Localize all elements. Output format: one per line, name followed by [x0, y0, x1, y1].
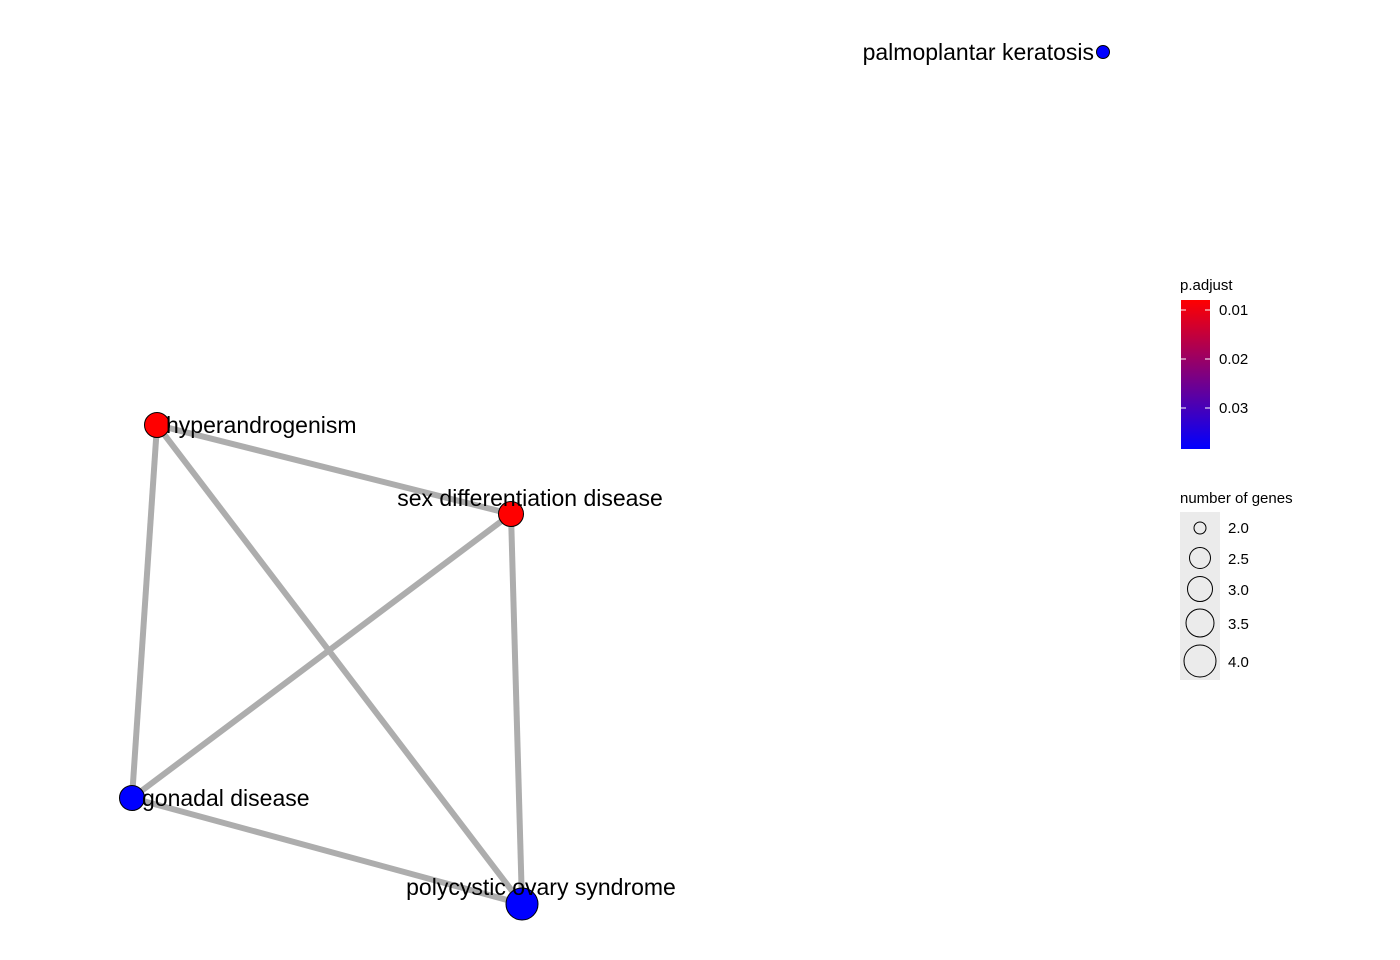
size-key-label: 3.5 — [1228, 616, 1249, 633]
nodes-layer — [119, 45, 1110, 921]
edge-hyperandrogenism-gonadal-disease — [129, 424, 160, 799]
color-tick-0.02: 0.02 — [1181, 351, 1248, 368]
node-sex-differentiation-disease — [498, 501, 524, 527]
node-hyperandrogenism — [144, 412, 170, 438]
node-label-polycystic-ovary-syndrome: polycystic ovary syndrome — [406, 874, 676, 900]
size-key-circle-3.5 — [1185, 608, 1215, 638]
size-key-label: 4.0 — [1228, 654, 1249, 671]
color-tick-0.03: 0.03 — [1181, 400, 1248, 417]
edge-sex-differentiation-disease-polycystic-ovary-syndrome — [508, 513, 525, 905]
edge-hyperandrogenism-sex-differentiation-disease — [156, 422, 512, 517]
node-label-hyperandrogenism: hyperandrogenism — [166, 412, 357, 438]
node-label-sex-differentiation-disease: sex differentiation disease — [397, 485, 663, 511]
size-key-label: 3.0 — [1228, 582, 1249, 599]
color-bar — [1181, 300, 1210, 449]
color-tick-label: 0.01 — [1219, 302, 1248, 319]
color-legend-title: p.adjust — [1180, 277, 1233, 294]
node-palmoplantar-keratosis — [1096, 45, 1110, 59]
size-key-label: 2.5 — [1228, 551, 1249, 568]
color-tick-0.01: 0.01 — [1181, 302, 1248, 319]
node-gonadal-disease — [119, 785, 145, 811]
size-key-circle-4.0 — [1183, 644, 1217, 678]
size-key-circle-2.5 — [1189, 547, 1211, 569]
edge-gonadal-disease-polycystic-ovary-syndrome — [131, 795, 523, 907]
node-polycystic-ovary-syndrome — [505, 887, 539, 921]
color-legend: p.adjust 0.01 0.02 0.03 — [1180, 277, 1248, 449]
size-key-circle-2.0 — [1193, 521, 1207, 535]
color-tick-label: 0.03 — [1219, 400, 1248, 417]
size-legend: number of genes 2.0 2.5 3.0 3.5 4.0 — [1180, 490, 1293, 680]
size-key-circle-3.0 — [1187, 576, 1213, 602]
size-legend-title: number of genes — [1180, 490, 1293, 507]
edge-sex-differentiation-disease-gonadal-disease — [130, 511, 513, 801]
color-tick-label: 0.02 — [1219, 351, 1248, 368]
edges-layer — [129, 422, 525, 907]
labels-layer: hyperandrogenism sex differentiation dise… — [142, 39, 1094, 900]
size-key-label: 2.0 — [1228, 520, 1249, 537]
node-label-gonadal-disease: gonadal disease — [142, 785, 310, 811]
node-label-palmoplantar-keratosis: palmoplantar keratosis — [863, 39, 1094, 65]
edge-hyperandrogenism-polycystic-ovary-syndrome — [154, 423, 525, 906]
